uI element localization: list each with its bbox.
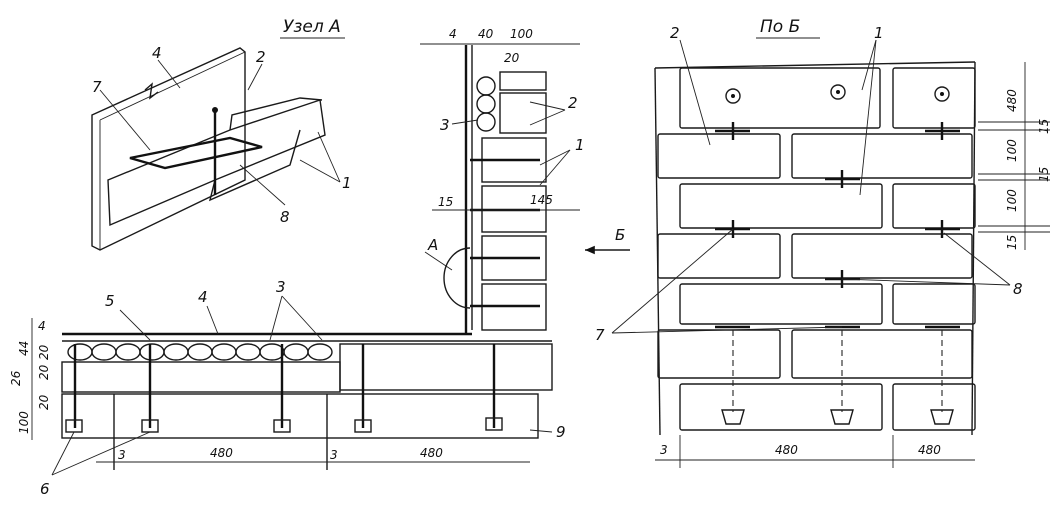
- insulation-row: [67, 343, 333, 361]
- dim-4-left: 4: [38, 319, 46, 333]
- callout-1-view: 1: [874, 24, 884, 42]
- dim-20-b: 20: [37, 364, 51, 380]
- node-a-title: Узел А: [283, 17, 341, 37]
- callout-9: 9: [556, 423, 566, 441]
- dim-480-left: 480: [210, 446, 233, 460]
- dim-480-view-a: 480: [775, 443, 798, 457]
- view-arrow-label: Б: [615, 226, 625, 244]
- dim-4-top: 4: [449, 27, 457, 41]
- brick-courses: [657, 67, 976, 431]
- anchor-marks: [715, 122, 960, 329]
- callout-2-wall: 2: [568, 94, 578, 112]
- callout-6: 6: [40, 480, 50, 498]
- dim-3-left: 3: [118, 448, 126, 462]
- callout-2-view: 2: [670, 24, 680, 42]
- node-a-detail: Узел А 4 2 7 1 8: [91, 17, 352, 251]
- callout-8-node-a: 8: [280, 208, 290, 226]
- dim-3-mid: 3: [330, 448, 338, 462]
- view-b-title: По Б: [760, 17, 800, 37]
- callout-7-node-a: 7: [92, 78, 102, 96]
- callout-3-wall: 3: [440, 116, 450, 134]
- callout-1-node-a: 1: [342, 174, 352, 192]
- dim-26: 26: [9, 370, 23, 386]
- dim-100-top: 100: [510, 27, 533, 41]
- callout-8-view: 8: [1013, 280, 1023, 298]
- dim-44: 44: [17, 341, 31, 356]
- dim-100-right-b: 100: [1005, 189, 1019, 212]
- callout-4-section: 4: [198, 288, 208, 306]
- dim-15-a: 15: [1037, 119, 1051, 134]
- dim-480-view-b: 480: [918, 443, 941, 457]
- callout-3-section: 3: [276, 278, 286, 296]
- dim-480-right: 480: [420, 446, 443, 460]
- dim-100-left: 100: [17, 411, 31, 434]
- callout-2-node-a: 2: [256, 48, 266, 66]
- callout-4-node-a: 4: [152, 44, 162, 62]
- slab-anchors: [65, 344, 503, 433]
- dim-145: 145: [530, 193, 553, 207]
- section-mark-a: А: [427, 236, 438, 254]
- dim-40-top: 40: [478, 27, 494, 41]
- dim-3-view: 3: [660, 443, 668, 457]
- dim-480-right-vert: 480: [1005, 89, 1019, 112]
- callout-7-view: 7: [595, 326, 605, 344]
- callout-1-wall: 1: [575, 136, 585, 154]
- dim-20-a: 20: [37, 344, 51, 360]
- dim-15-wall: 15: [438, 195, 453, 209]
- dim-100-right-a: 100: [1005, 139, 1019, 162]
- view-b-elevation: По Б: [595, 17, 1051, 468]
- corner-section: А: [9, 27, 630, 498]
- dim-15-c: 15: [1005, 235, 1019, 250]
- dim-20-top: 20: [504, 51, 520, 65]
- dim-20-c: 20: [37, 394, 51, 410]
- callout-5: 5: [105, 292, 115, 310]
